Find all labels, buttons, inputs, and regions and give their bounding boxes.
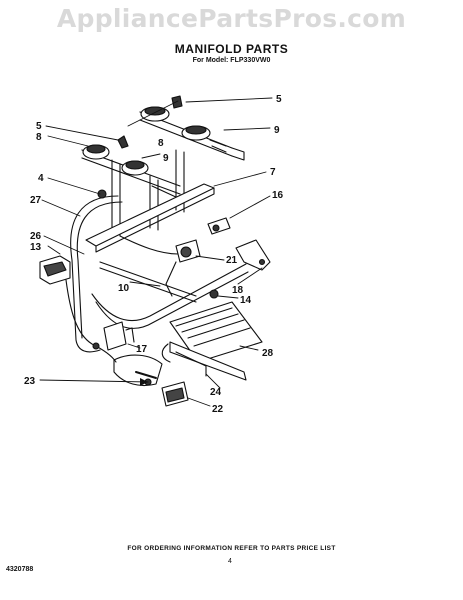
callout-17: 17 <box>136 344 148 355</box>
callout-7: 7 <box>270 167 276 178</box>
retaining-nut <box>209 289 219 299</box>
callout-27: 27 <box>30 195 42 206</box>
callout-24: 24 <box>210 387 222 398</box>
front-burner-bar <box>81 135 181 195</box>
callout-10: 10 <box>118 283 130 294</box>
burner-support-bracket <box>103 321 135 351</box>
callout-5a: 5 <box>276 94 282 105</box>
control-valve <box>119 235 201 297</box>
gas-supply-tube <box>70 189 123 353</box>
baffle-plate <box>169 301 263 363</box>
callout-8b: 8 <box>158 138 164 149</box>
igniter-bracket <box>207 217 231 235</box>
page-number: 4 <box>228 558 232 565</box>
page-title: MANIFOLD PARTS <box>174 42 289 56</box>
callout-13: 13 <box>30 242 42 253</box>
document-part-number: 4320788 <box>6 566 34 573</box>
ordering-note: FOR ORDERING INFORMATION REFER TO PARTS … <box>127 545 336 552</box>
valve-rod <box>99 261 197 303</box>
callout-9b: 9 <box>163 153 169 164</box>
callout-8a: 8 <box>36 132 42 143</box>
callout-28: 28 <box>262 348 274 359</box>
burner-flame-spreader <box>113 354 163 387</box>
callout-18: 18 <box>232 285 244 296</box>
callout-23: 23 <box>24 376 36 387</box>
mounting-bracket <box>235 239 271 271</box>
watermark: AppliancePartsPros.com <box>56 4 407 33</box>
callout-14: 14 <box>240 295 252 306</box>
manifold-rail <box>85 183 215 253</box>
oven-safety-valve <box>161 381 189 407</box>
oven-burner <box>161 341 247 381</box>
callout-9a: 9 <box>274 125 280 136</box>
broil-burner-tube <box>91 263 249 329</box>
callout-16: 16 <box>272 190 284 201</box>
leader-lines <box>39 97 273 407</box>
callout-22: 22 <box>212 404 224 415</box>
callout-21: 21 <box>226 255 238 266</box>
callout-4: 4 <box>38 173 44 184</box>
model-subtitle: For Model: FLP330VW0 <box>192 57 271 64</box>
thermocouple-lead <box>65 279 117 363</box>
pressure-regulator <box>39 255 71 285</box>
rear-burner-bar <box>139 106 245 161</box>
callout-26: 26 <box>30 231 42 242</box>
callout-5b: 5 <box>36 121 42 132</box>
callout-labels: 5 5 8 8 9 9 4 7 16 27 26 13 21 10 18 14 … <box>24 94 284 415</box>
